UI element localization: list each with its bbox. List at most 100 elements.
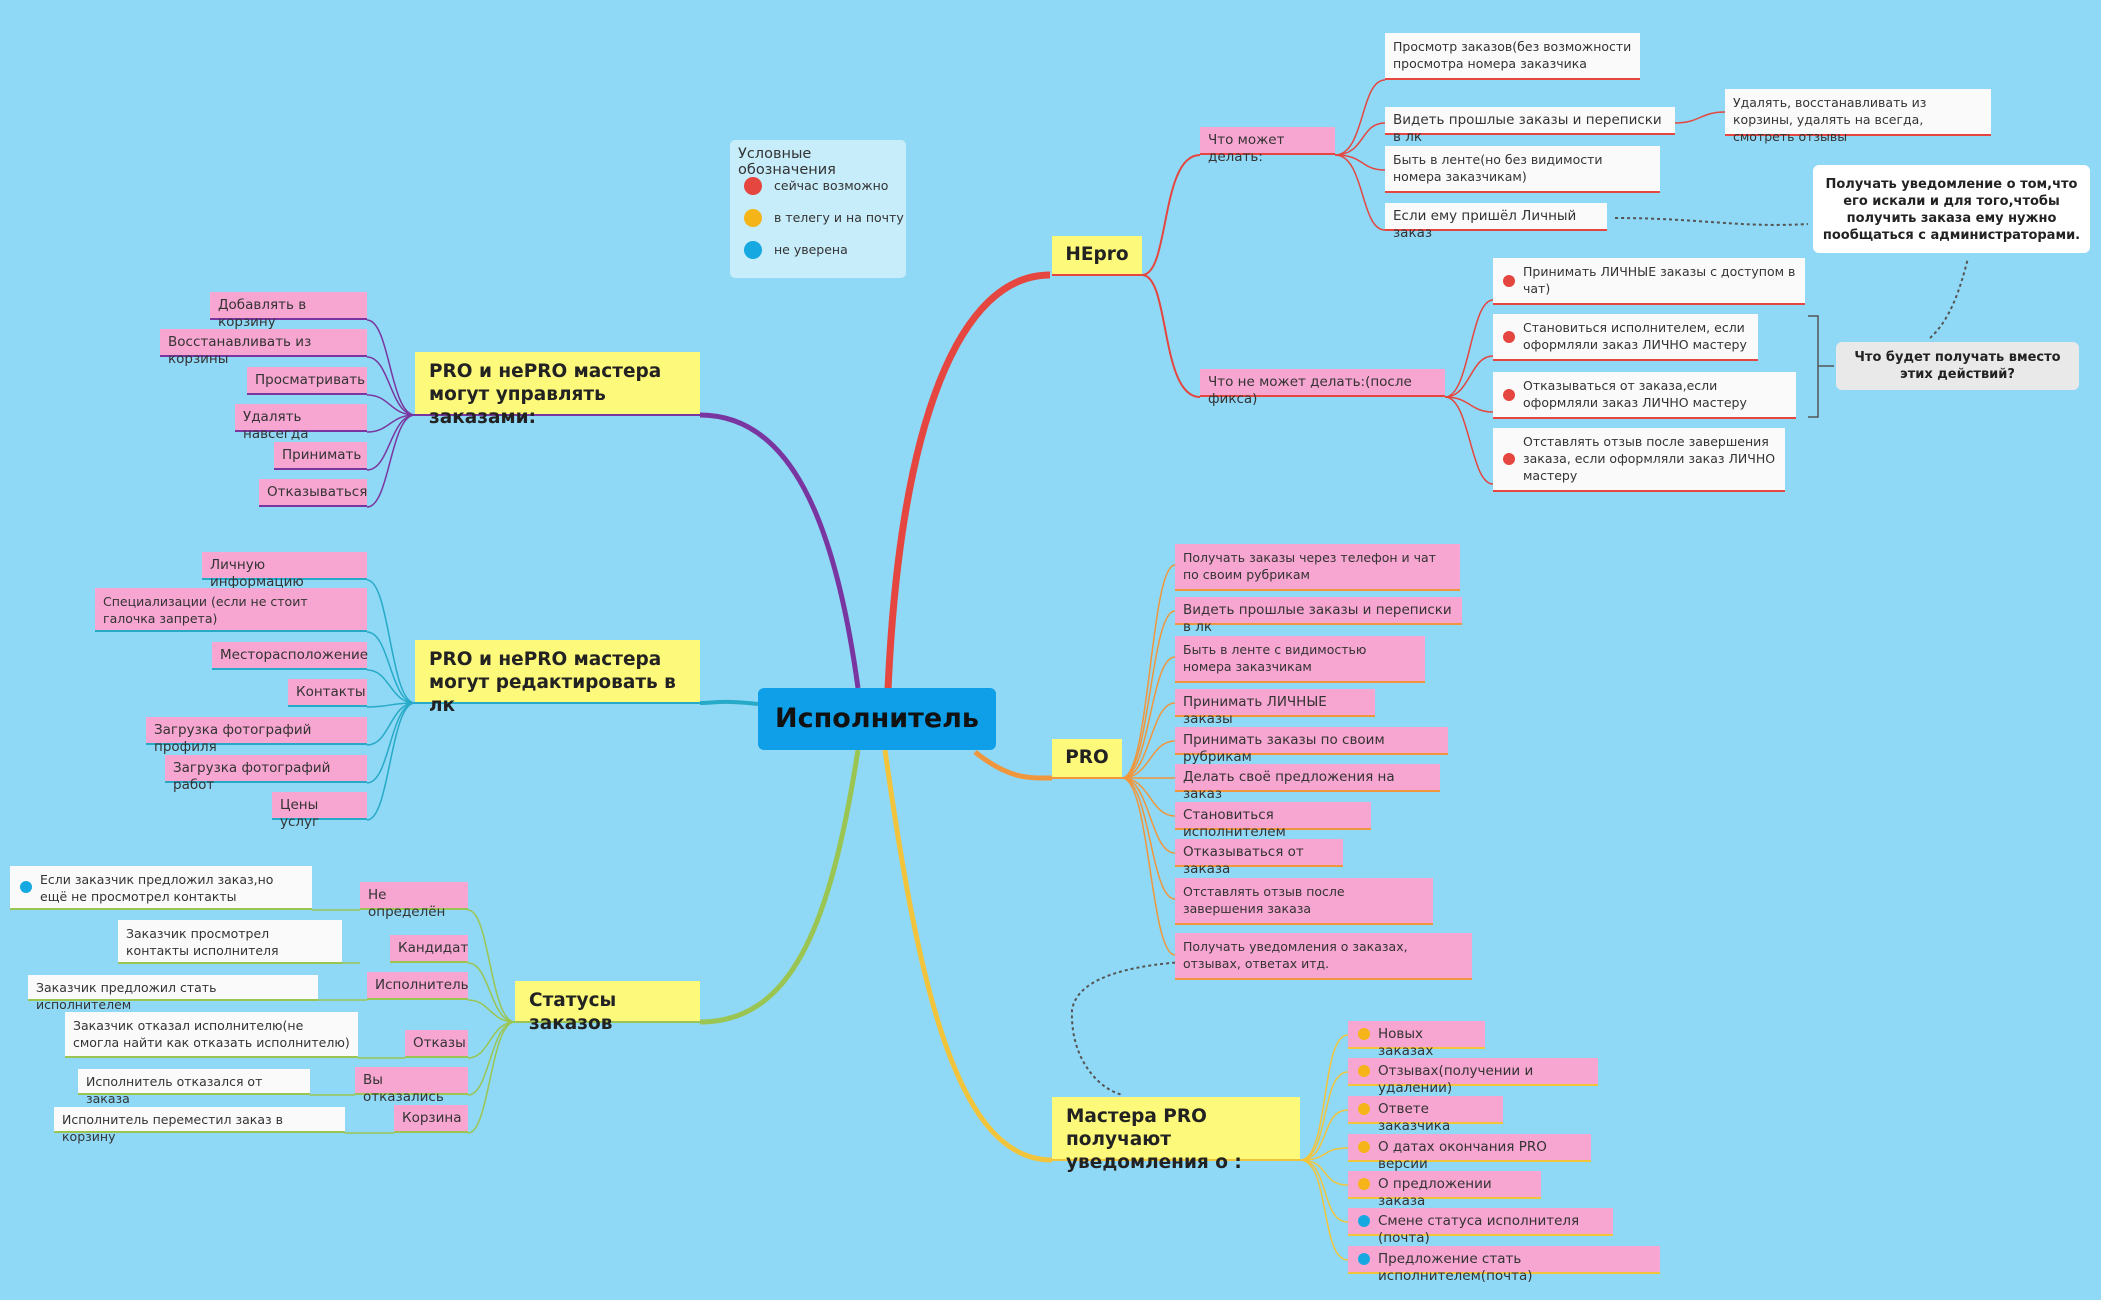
central-topic[interactable]: Исполнитель	[758, 688, 996, 750]
hepro-cannot-item[interactable]: Отставлять отзыв после завершения заказа…	[1493, 428, 1785, 492]
dotted-link-summary-callout	[1929, 257, 1969, 339]
orange-dot-icon	[1358, 1103, 1370, 1115]
edit-item[interactable]: Загрузка фотографий работ	[165, 755, 367, 793]
pro-item[interactable]: Получать уведомления о заказах, отзывах,…	[1175, 933, 1472, 980]
notify-item[interactable]: Смене статуса исполнителя (почта)	[1348, 1208, 1613, 1246]
edit-item[interactable]: Цены услуг	[272, 792, 367, 830]
orange-dot-icon	[1358, 1141, 1370, 1153]
branch-pro	[973, 750, 1053, 781]
callout-notification[interactable]: Получать уведомление о том,что его искал…	[1813, 165, 2090, 253]
hepro-can-item[interactable]: Быть в ленте(но без видимости номера зак…	[1385, 146, 1660, 193]
manage-item[interactable]: Удалять навсегда	[235, 404, 367, 442]
red-dot-icon	[1503, 274, 1515, 287]
branch-hepro	[884, 271, 1051, 691]
dotted-link-personal-order	[1614, 217, 1809, 226]
pro-item[interactable]: Видеть прошлые заказы и переписки в лк	[1175, 597, 1462, 635]
link-can-sub	[1674, 111, 1726, 124]
pro-item[interactable]: Принимать ЛИЧНЫЕ заказы	[1175, 689, 1375, 727]
link-can-1	[1334, 79, 1386, 156]
status-label[interactable]: Не определён	[360, 882, 468, 920]
pro-item[interactable]: Отказываться от заказа	[1175, 839, 1343, 877]
orange-dot-icon	[1358, 1028, 1370, 1040]
pro-item[interactable]: Быть в ленте с видимостью номера заказчи…	[1175, 636, 1425, 683]
edit-item[interactable]: Загрузка фотографий профиля	[146, 717, 367, 755]
edit-item[interactable]: Месторасположение	[212, 642, 368, 670]
hepro-cannot-item[interactable]: Отказываться от заказа,если оформляли за…	[1493, 372, 1796, 419]
link-can-4	[1334, 154, 1386, 231]
status-description[interactable]: Исполнитель отказался от заказа	[78, 1069, 310, 1106]
legend-item-unsure: не уверена	[744, 240, 848, 260]
status-label[interactable]: Вы отказались	[355, 1067, 468, 1105]
hepro-cannot-item[interactable]: Становиться исполнителем, если оформляли…	[1493, 314, 1758, 361]
hepro-can-item[interactable]: Если ему пришёл Личный заказ	[1385, 203, 1607, 241]
notify-item[interactable]: Новых заказах	[1348, 1021, 1485, 1059]
pro-item[interactable]: Принимать заказы по своим рубрикам	[1175, 727, 1448, 765]
edit-item[interactable]: Контакты	[288, 679, 367, 707]
status-label[interactable]: Кандидат	[390, 935, 468, 963]
status-description[interactable]: Исполнитель переместил заказ в корзину	[54, 1107, 345, 1144]
topic-hepro[interactable]: НЕpro	[1052, 236, 1142, 276]
blue-dot-icon	[20, 881, 32, 893]
orange-dot-icon	[744, 209, 762, 227]
blue-dot-icon	[1358, 1215, 1370, 1227]
manage-item[interactable]: Просматривать	[247, 367, 367, 395]
link-cannot-4	[1444, 396, 1494, 485]
manage-item[interactable]: Отказываться	[259, 479, 367, 507]
manage-item[interactable]: Восстанавливать из корзины	[160, 329, 367, 367]
status-description[interactable]: Если заказчик предложил заказ,но ещё не …	[10, 866, 312, 910]
status-description[interactable]: Заказчик отказал исполнителю(не смогла н…	[65, 1012, 358, 1058]
topic-manage-orders[interactable]: PRO и неPRO мастера могут управлять зака…	[415, 352, 700, 428]
link-hepro-cannot	[1141, 274, 1201, 398]
hepro-can-item[interactable]: Просмотр заказов(без возможности просмот…	[1385, 33, 1640, 80]
orange-dot-icon	[1358, 1178, 1370, 1190]
notify-item[interactable]: Ответе заказчика	[1348, 1096, 1503, 1134]
summary-bracket	[1808, 315, 1834, 418]
manage-item[interactable]: Принимать	[274, 442, 367, 470]
subtopic-can-do[interactable]: Что может делать:	[1200, 127, 1335, 165]
link-hepro-can	[1141, 154, 1201, 276]
edit-item[interactable]: Личную информацию	[202, 552, 367, 590]
status-label[interactable]: Корзина	[394, 1105, 468, 1133]
hepro-can-subitem[interactable]: Удалять, восстанавливать из корзины, уда…	[1725, 89, 1991, 144]
notify-item[interactable]: Отзывах(получении и удалении)	[1348, 1058, 1598, 1096]
topic-order-statuses[interactable]: Статусы заказов	[515, 981, 700, 1034]
summary-question[interactable]: Что будет получать вместо этих действий?	[1836, 342, 2079, 390]
pro-item[interactable]: Отставлять отзыв после завершения заказа	[1175, 878, 1433, 925]
subtopic-cannot-do[interactable]: Что не может делать:(после фикса)	[1200, 369, 1445, 407]
blue-dot-icon	[1358, 1253, 1370, 1265]
branch-statuses	[699, 749, 861, 1025]
pro-item[interactable]: Становиться исполнителем	[1175, 802, 1371, 840]
pro-item[interactable]: Делать своё предложения на заказ	[1175, 764, 1440, 802]
link-cannot-3	[1444, 396, 1494, 413]
pro-item[interactable]: Получать заказы через телефон и чат по с…	[1175, 544, 1460, 591]
branch-notify	[882, 749, 1053, 1163]
legend-item-possible: сейчас возможно	[744, 176, 888, 196]
link-cannot-1	[1444, 299, 1494, 398]
branch-edit	[699, 699, 759, 706]
topic-pro-notifications[interactable]: Мастера PRO получают уведомления о :	[1052, 1097, 1300, 1173]
legend-title: Условные обозначения	[738, 146, 836, 178]
status-description[interactable]: Заказчик просмотрел контакты исполнителя	[118, 920, 342, 964]
link-can-3	[1334, 154, 1386, 171]
edit-item[interactable]: Специализации (если не стоит галочка зап…	[95, 588, 367, 632]
red-dot-icon	[1503, 330, 1515, 343]
hepro-cannot-item[interactable]: Принимать ЛИЧНЫЕ заказы с доступом в чат…	[1493, 258, 1805, 305]
red-dot-icon	[1503, 453, 1515, 465]
red-dot-icon	[1503, 388, 1515, 401]
status-description[interactable]: Заказчик предложил стать исполнителем	[28, 975, 318, 1012]
notify-item[interactable]: Предложение стать исполнителем(почта)	[1348, 1246, 1660, 1284]
notify-item[interactable]: О предложении заказа	[1348, 1171, 1541, 1209]
status-label[interactable]: Исполнитель	[367, 972, 469, 1000]
manage-item[interactable]: Добавлять в корзину	[210, 292, 367, 330]
topic-edit-profile[interactable]: PRO и неPRO мастера могут редактировать …	[415, 640, 700, 716]
orange-dot-icon	[1358, 1065, 1370, 1077]
status-label[interactable]: Отказы	[405, 1030, 468, 1058]
notify-item[interactable]: О датах окончания PRO версии	[1348, 1134, 1591, 1172]
hepro-can-item[interactable]: Видеть прошлые заказы и переписки в лк	[1385, 107, 1675, 145]
topic-pro[interactable]: PRO	[1052, 739, 1122, 779]
red-dot-icon	[744, 177, 762, 195]
blue-dot-icon	[744, 241, 762, 259]
branch-manage	[699, 412, 861, 689]
